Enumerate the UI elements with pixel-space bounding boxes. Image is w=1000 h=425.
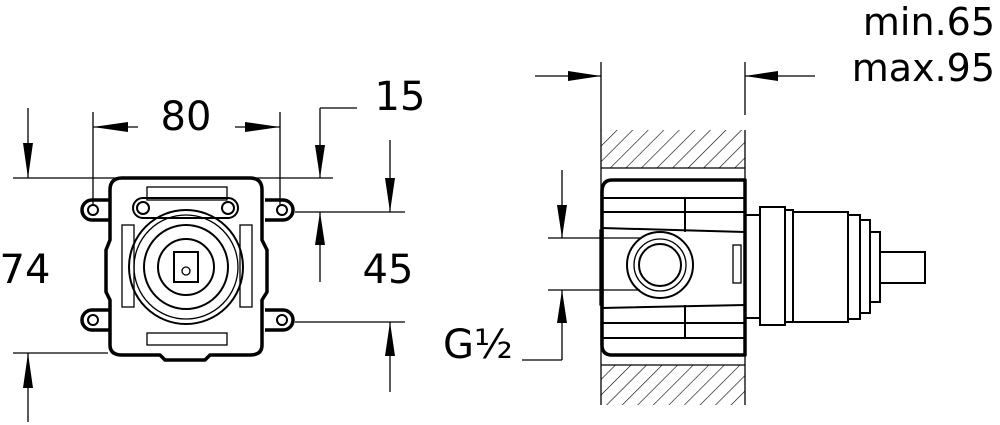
mounting-ears	[80, 198, 295, 332]
housing-side	[600, 178, 747, 357]
front-view: 80 74 15 45	[0, 74, 425, 422]
mount-spacing-dimension: 45	[295, 140, 413, 392]
outer-ring	[128, 209, 244, 325]
height-dimension: 74	[0, 108, 118, 422]
wall-hatch-bottom	[601, 365, 745, 405]
cartridge	[744, 206, 926, 326]
offset-dim-label: 15	[375, 74, 426, 120]
inlet-port	[626, 231, 694, 299]
width-dim-label: 80	[161, 94, 212, 140]
thread-dimension: G½	[443, 170, 640, 368]
depth-max-label: max.95	[852, 46, 995, 90]
mount-spacing-dim-label: 45	[363, 247, 414, 293]
height-dim-label: 74	[0, 247, 50, 293]
wall-hatch-top	[601, 130, 745, 168]
offset-dimension: 15	[253, 74, 426, 179]
housing-outline	[104, 176, 269, 362]
side-view: min.65 max.95 G½	[443, 0, 995, 405]
spindle	[879, 251, 926, 284]
width-dimension: 80	[92, 94, 281, 205]
depth-min-label: min.65	[863, 0, 995, 44]
thread-label: G½	[443, 322, 513, 368]
spindle-square	[173, 251, 199, 283]
